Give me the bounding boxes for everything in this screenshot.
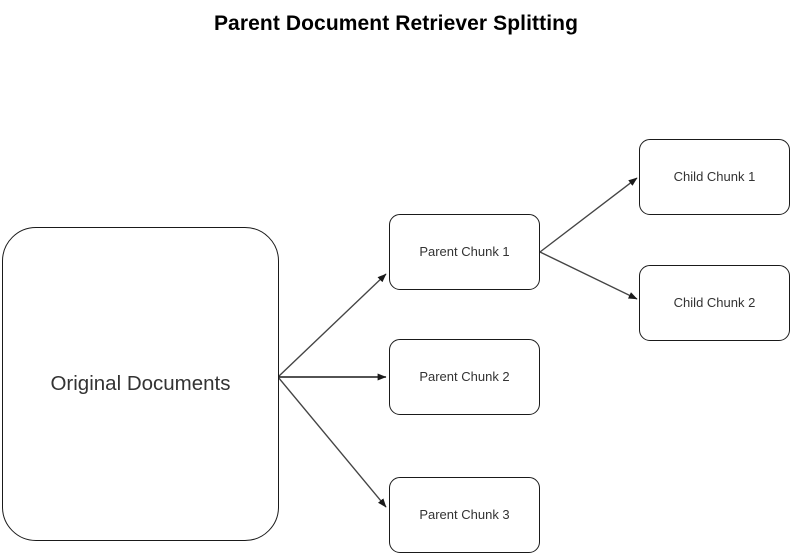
edge-parent-1-to-child-1 (539, 177, 638, 253)
node-original-documents[interactable]: Original Documents (2, 227, 279, 541)
edge-root-to-parent-1 (277, 273, 387, 378)
node-label: Original Documents (50, 371, 231, 395)
node-label: Parent Chunk 1 (419, 244, 510, 260)
edge-root-to-parent-3 (277, 376, 387, 508)
node-label: Child Chunk 1 (673, 169, 756, 185)
node-label: Child Chunk 2 (673, 295, 756, 311)
node-parent-chunk-1[interactable]: Parent Chunk 1 (389, 214, 540, 290)
node-child-chunk-1[interactable]: Child Chunk 1 (639, 139, 790, 215)
node-parent-chunk-2[interactable]: Parent Chunk 2 (389, 339, 540, 415)
node-label: Parent Chunk 3 (419, 507, 510, 523)
node-child-chunk-2[interactable]: Child Chunk 2 (639, 265, 790, 341)
node-parent-chunk-3[interactable]: Parent Chunk 3 (389, 477, 540, 553)
page-title: Parent Document Retriever Splitting (213, 12, 579, 35)
edge-parent-1-to-child-2 (539, 251, 638, 300)
node-label: Parent Chunk 2 (419, 369, 510, 385)
